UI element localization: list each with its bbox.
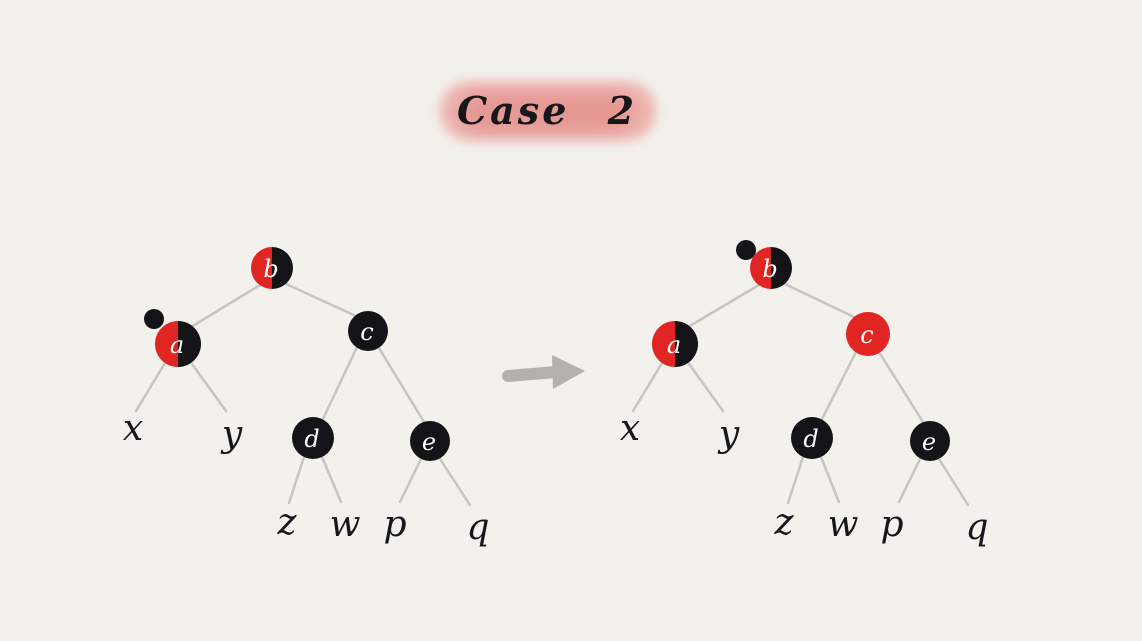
node-circle [846, 312, 890, 356]
tree-edge [438, 457, 472, 507]
node-d-before: d [292, 417, 334, 459]
tree-edge [398, 457, 423, 504]
tree-edge [321, 345, 359, 421]
after-tree: b a c d e x y z w p q [620, 240, 989, 548]
node-circle [410, 421, 450, 461]
node-circle [791, 417, 833, 459]
node-a-before: a [144, 309, 201, 367]
extra-black-dot [736, 240, 756, 260]
leaf-label-y: y [717, 414, 740, 455]
node-black-half [272, 247, 293, 289]
node-label: b [263, 255, 278, 283]
tree-edge [190, 362, 228, 413]
tree-edge [134, 361, 167, 413]
node-red-half [155, 321, 178, 367]
node-c-before: c [348, 311, 388, 351]
tree-edge [877, 350, 925, 424]
node-circle [292, 417, 334, 459]
tree-edge [287, 455, 306, 505]
leaf-label-w: w [828, 504, 859, 545]
leaf-label-p: p [383, 504, 406, 545]
tree-edge [631, 361, 664, 413]
tree-edge [284, 282, 358, 318]
node-b-after: b [736, 240, 792, 289]
case-title: Case 2 [457, 88, 637, 133]
before-tree: b a c d e x y z w p q [123, 247, 490, 548]
tree-edge [189, 283, 262, 329]
node-red-half [251, 247, 272, 289]
node-label: c [860, 321, 873, 349]
node-label: e [422, 428, 436, 456]
node-circle [348, 311, 388, 351]
leaf-label-y: y [220, 414, 243, 455]
tree-edge [686, 283, 761, 329]
node-label: c [360, 318, 373, 346]
leaf-label-w: w [330, 504, 361, 545]
leaf-label-q: q [466, 507, 489, 548]
node-e-before: e [410, 421, 450, 461]
arrow-head [552, 355, 585, 389]
node-label: d [803, 425, 818, 453]
tree-edge [937, 457, 970, 507]
node-d-after: d [791, 417, 833, 459]
node-black-half [771, 247, 792, 289]
leaf-label-z: z [277, 502, 298, 543]
node-c-after: c [846, 312, 890, 356]
node-a-after: a [652, 321, 698, 367]
node-circle [910, 421, 950, 461]
node-black-half [178, 321, 201, 367]
leaf-label-x: x [123, 408, 143, 449]
leaf-label-q: q [965, 507, 988, 548]
highlight-stroke-inner [458, 92, 634, 132]
tree-edge [687, 362, 725, 413]
extra-black-dot [144, 309, 164, 329]
tree-edge [783, 282, 856, 319]
leaf-label-z: z [774, 502, 795, 543]
tree-edge [819, 455, 841, 504]
node-black-half [675, 321, 698, 367]
tree-edge [820, 350, 858, 421]
arrow-shaft [502, 366, 562, 382]
title-highlight [440, 82, 656, 140]
leaf-label-x: x [620, 408, 640, 449]
node-label: b [762, 255, 777, 283]
node-b-before: b [251, 247, 293, 289]
node-label: e [922, 428, 936, 456]
node-red-half [652, 321, 675, 367]
node-label: a [170, 331, 184, 359]
transform-arrow-icon [502, 355, 585, 389]
tree-edge [377, 346, 426, 424]
tree-edge [897, 457, 922, 504]
tree-edge [786, 455, 805, 505]
leaf-label-p: p [880, 504, 903, 545]
node-label: a [667, 331, 681, 359]
node-e-after: e [910, 421, 950, 461]
tree-edge [320, 455, 343, 504]
node-red-half [750, 247, 771, 289]
node-label: d [304, 425, 319, 453]
